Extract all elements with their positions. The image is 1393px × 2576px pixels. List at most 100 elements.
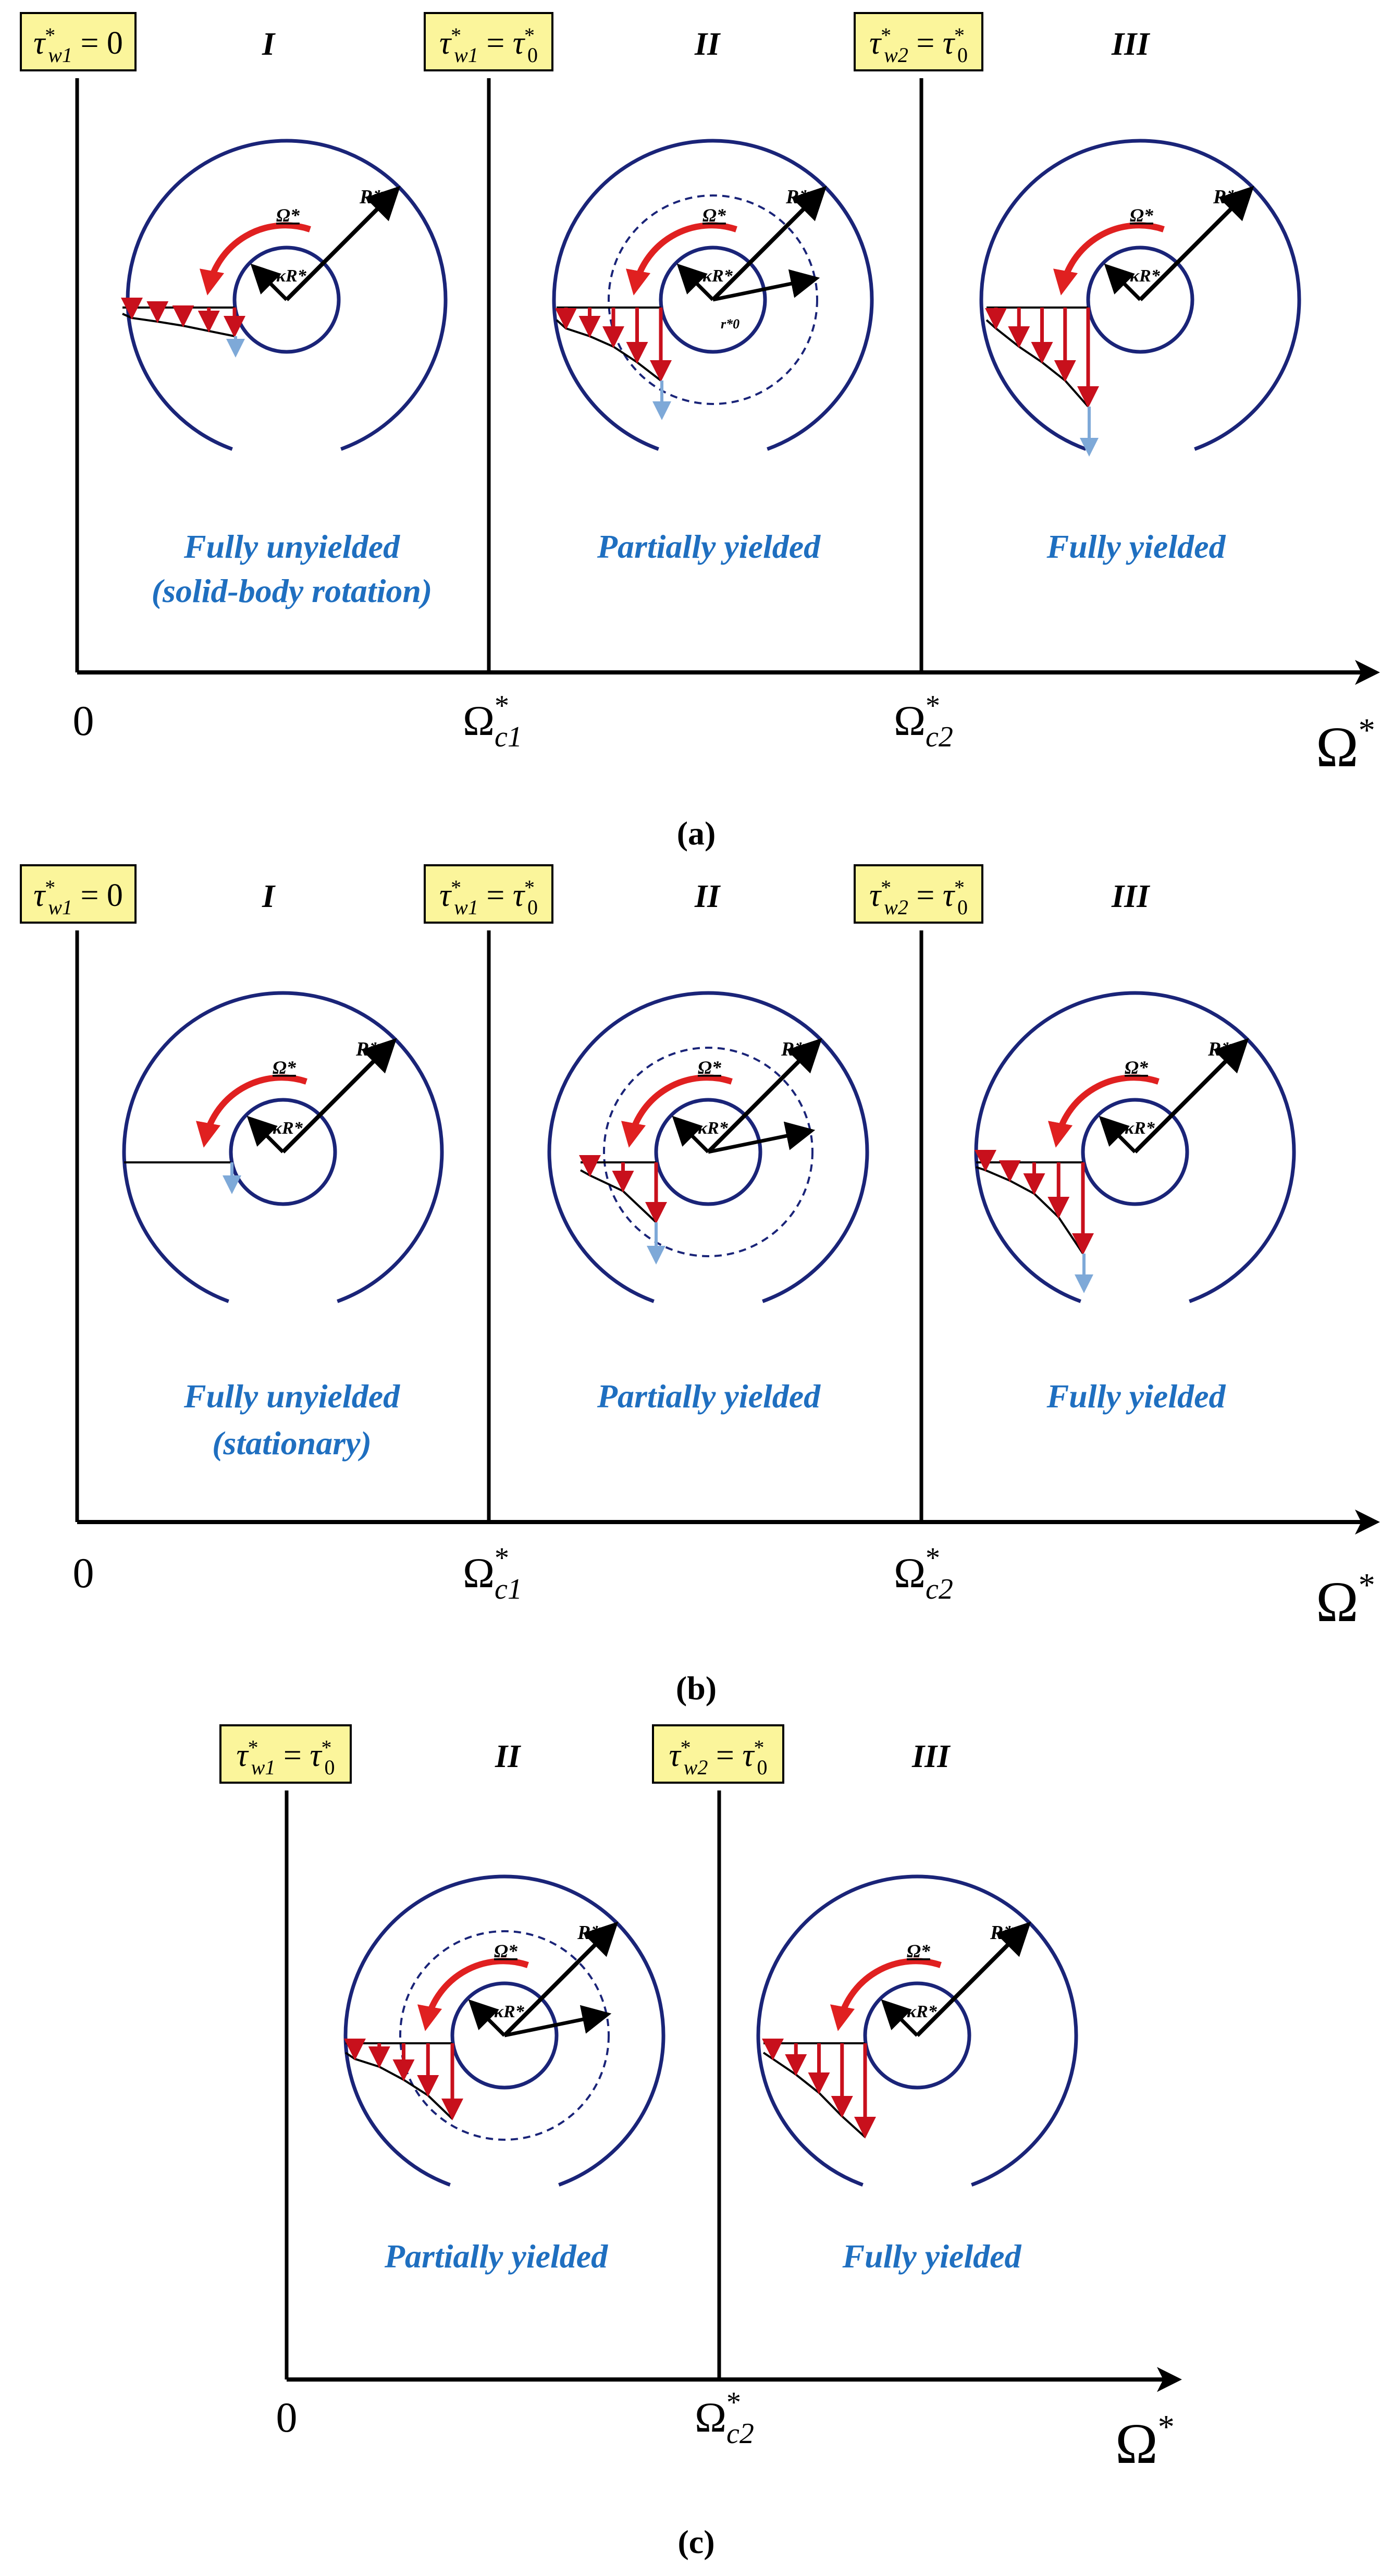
tick-symbol: Ω <box>463 1549 495 1597</box>
flow-state-label: Fully yielded <box>1046 528 1226 565</box>
panel-caption: (c) <box>677 2523 714 2560</box>
boundary-condition-2-box <box>854 12 983 71</box>
outer-radius-label: R* <box>1207 1038 1231 1060</box>
boundary-condition-0-label: τ*w1 = τ*0 <box>236 1736 335 1779</box>
wall-subscript: w1 <box>48 896 72 919</box>
tau0-symbol: τ <box>734 1738 756 1773</box>
outer-radius-label: R* <box>990 1922 1014 1944</box>
star-sup: * <box>524 876 535 899</box>
outer-radius-text: R* <box>1207 1038 1231 1060</box>
zero-subscript: 0 <box>325 1756 335 1779</box>
rotation-label: Ω* <box>1130 205 1154 226</box>
star-sup: * <box>926 1542 940 1574</box>
wall-subscript: w2 <box>884 43 908 67</box>
outer-cylinder <box>552 139 874 451</box>
yield-surface <box>399 1930 610 2141</box>
boundary-condition-2-box <box>854 864 983 924</box>
star-sup: * <box>726 2386 741 2419</box>
axis-tick-label: Ω*c2 <box>894 1542 953 1605</box>
inner-cylinder <box>232 246 341 354</box>
tau0-symbol: τ <box>934 878 956 913</box>
star-sup: * <box>495 1542 509 1574</box>
velocity-profile-curve <box>976 1166 1084 1255</box>
flow-state-label: Fully unyielded <box>183 1378 400 1415</box>
equals-text: = <box>478 878 504 913</box>
velocity-profile-curve <box>985 319 1089 408</box>
axis-tick-label: 0 <box>276 2394 298 2441</box>
inner-radius-label: κR* <box>907 2002 938 2021</box>
rotation-label: Ω* <box>494 1941 518 1961</box>
inner-cylinder <box>1081 1098 1189 1206</box>
flow-state-label: Partially yielded <box>597 528 821 565</box>
regime-numeral: III <box>1111 27 1150 62</box>
boundary-condition-0-label: τ*w1 = 0 <box>33 23 123 67</box>
yield-radius-arrow <box>504 2005 612 2038</box>
tau-symbol: τ <box>439 26 452 61</box>
flow-state-sublabel: (stationary) <box>212 1425 372 1462</box>
zero-subscript: 0 <box>527 43 538 67</box>
flow-state-label: Partially yielded <box>597 1378 821 1415</box>
critical-subscript: c1 <box>495 721 522 753</box>
inner-radius-arrow <box>468 1999 506 2037</box>
wall-subscript: w1 <box>454 43 478 67</box>
tick-symbol: 0 <box>73 1549 94 1597</box>
zero-subscript: 0 <box>957 43 968 67</box>
velocity-profile-curve <box>762 2052 866 2138</box>
rotation-label: Ω* <box>276 205 300 226</box>
inner-cylinder <box>1086 246 1194 354</box>
outer-cylinder <box>126 139 448 451</box>
panel-caption: (a) <box>677 815 716 852</box>
star-sup: * <box>681 1736 691 1759</box>
star-sup: * <box>954 23 965 47</box>
outer-radius-text: R* <box>359 186 383 208</box>
axis-tick-label: 0 <box>73 697 94 744</box>
outer-radius-text: R* <box>577 1922 601 1944</box>
star-sup: * <box>926 690 940 722</box>
inner-radius-label: κR* <box>1130 266 1161 286</box>
outer-radius-text: R* <box>355 1038 379 1060</box>
outer-cylinder <box>547 991 869 1303</box>
axis-title: Ω* <box>1316 712 1375 779</box>
flow-state-sublabel: (solid-body rotation) <box>152 572 433 609</box>
tick-symbol: Ω <box>695 2394 726 2441</box>
yield-surface <box>608 194 818 405</box>
rotation-arrow <box>1047 1074 1160 1148</box>
star-sup: * <box>451 23 461 47</box>
equals-text: = <box>275 1738 301 1773</box>
inner-radius-label: κR* <box>1125 1119 1155 1138</box>
tau-symbol: τ <box>236 1738 249 1773</box>
boundary-condition-0-box <box>20 12 137 71</box>
wall-subscript: w1 <box>251 1756 276 1779</box>
tau-symbol: τ <box>439 878 452 913</box>
rotation-arrow <box>830 1958 942 2031</box>
outer-radius-label: R* <box>355 1038 379 1060</box>
inner-radius-label: κR* <box>698 1119 729 1138</box>
yield-radius-arrow <box>708 1121 816 1154</box>
rotation-arrow <box>417 1958 529 2031</box>
inner-radius-label: κR* <box>273 1119 303 1138</box>
star-sup: * <box>954 876 965 899</box>
inner-radius-arrow <box>676 263 714 301</box>
rotation-label: Ω* <box>907 1941 931 1961</box>
outer-cylinder <box>979 139 1301 451</box>
boundary-condition-0-box <box>20 864 137 924</box>
outer-radius-label: R* <box>359 186 383 208</box>
boundary-condition-1-label: τ*w2 = τ*0 <box>669 1736 767 1779</box>
outer-radius-label: R* <box>781 1038 805 1060</box>
tau0-symbol: τ <box>504 878 526 913</box>
star-sup: * <box>248 1736 258 1759</box>
yield-surface <box>603 1047 813 1257</box>
inner-cylinder <box>654 1098 762 1206</box>
outer-radius-label: R* <box>785 186 809 208</box>
outer-radius-label: R* <box>577 1922 601 1944</box>
star-sup: * <box>1158 2408 1175 2445</box>
equals-text: = <box>908 26 934 61</box>
velocity-profile-curve <box>122 313 235 337</box>
axis-tick-label: 0 <box>73 1549 94 1597</box>
flow-state-label: Fully unyielded <box>183 528 400 565</box>
inner-radius-arrow <box>1099 1115 1137 1154</box>
velocity-profile-curve <box>580 1169 657 1223</box>
